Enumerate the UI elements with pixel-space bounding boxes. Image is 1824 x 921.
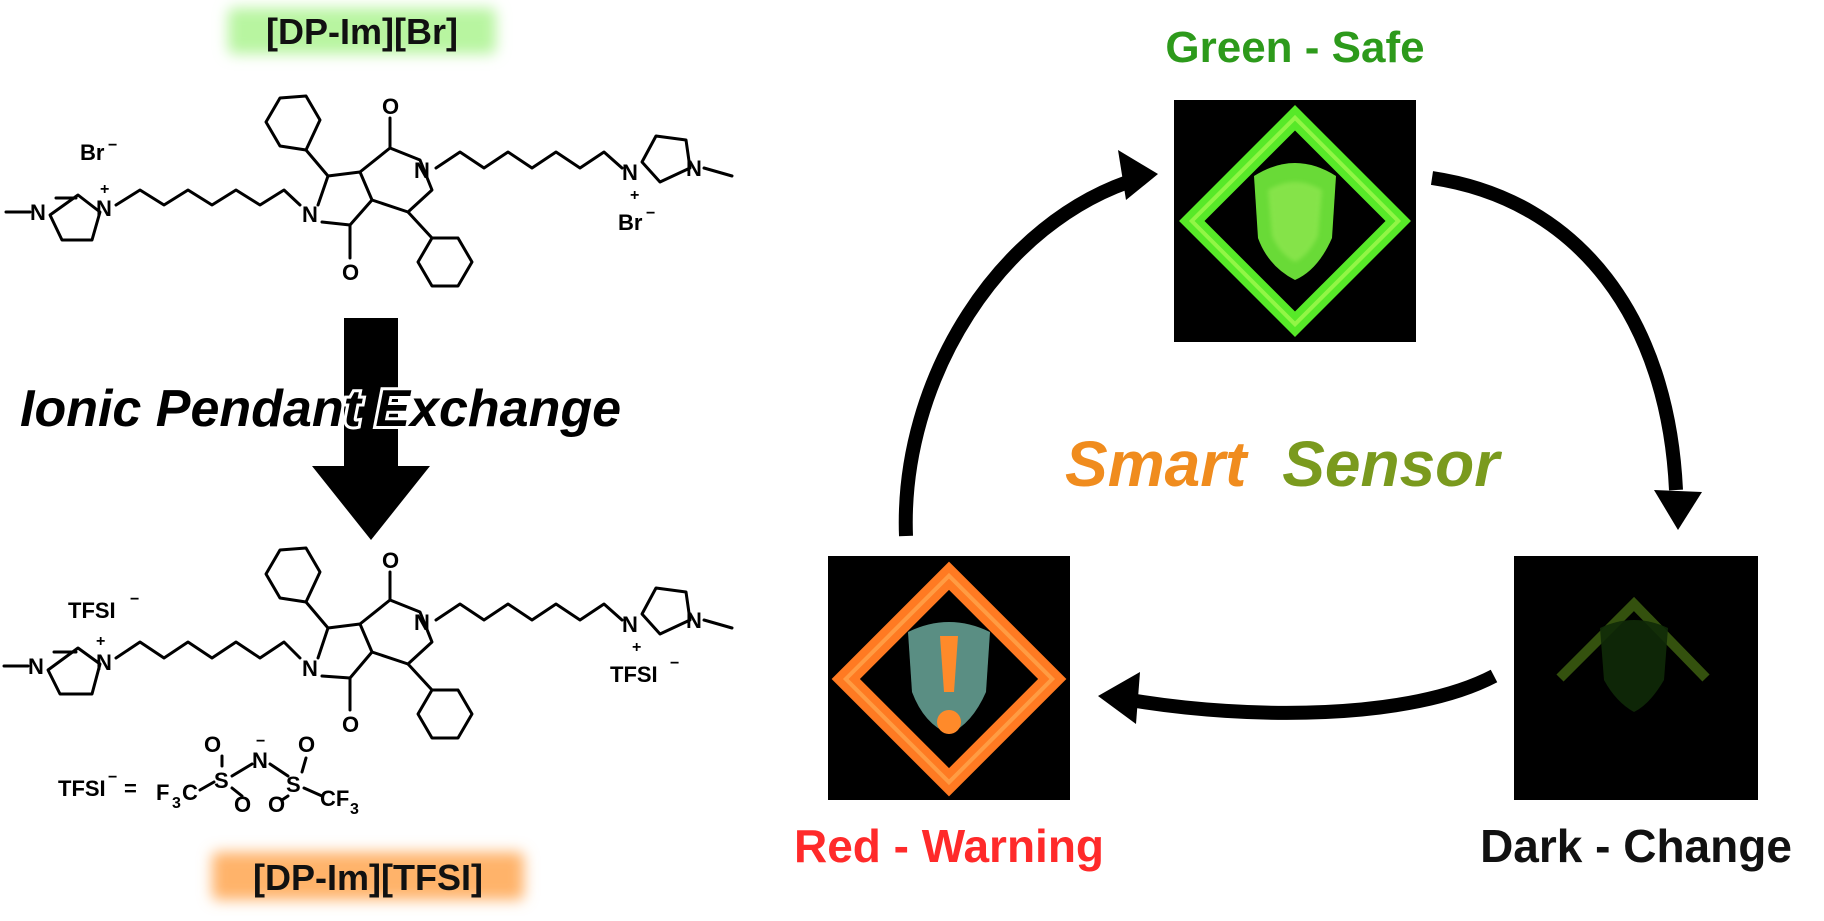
sensor-title-smart: Smart	[1065, 428, 1249, 500]
anion-left-charge: −	[108, 137, 117, 154]
tfsi-f3c-f: F	[156, 780, 169, 805]
anion-right-tfsi: TFSI	[610, 662, 658, 687]
anion-left-tfsi: TFSI	[68, 598, 116, 623]
imid-left-n3: N	[96, 196, 112, 221]
anion-left: Br	[80, 140, 105, 165]
exchange-arrow: Ionic Pendant Exchange	[17, 318, 624, 540]
tfsi-s-right: S	[286, 772, 301, 797]
state-red-label: Red - Warning	[794, 820, 1104, 872]
tfsi-o1: O	[204, 732, 221, 757]
tfsi-s-left: S	[214, 768, 229, 793]
dpp-n-right: N	[414, 158, 430, 183]
exchange-label: Ionic Pendant Exchange	[20, 380, 621, 438]
anion-left-tfsi-charge: −	[130, 591, 139, 608]
imid-right-n3-b: N	[622, 612, 638, 637]
molecule-bottom: TFSI − N N + N O O N N + N TFSI −	[2, 546, 734, 740]
exclamation-icon	[940, 636, 958, 692]
sensor-title-sensor: Sensor	[1282, 428, 1502, 500]
bottom-label-group: [DP-Im][TFSI]	[212, 852, 524, 900]
imid-left-plus: +	[100, 181, 109, 198]
carbonyl-top: O	[382, 94, 399, 119]
bottom-compound-label: [DP-Im][TFSI]	[253, 857, 483, 898]
imid-left-n3-b: N	[96, 650, 112, 675]
arrow-to-dark-head	[1654, 490, 1702, 530]
imid-left-plus-b: +	[96, 633, 105, 650]
imid-right-plus: +	[630, 187, 639, 204]
molecule-top: Br − N N + N O O N N + N Br −	[4, 94, 734, 288]
anion-right: Br	[618, 210, 643, 235]
anion-right-tfsi-charge: −	[670, 655, 679, 672]
arrow-to-red-head	[1098, 672, 1140, 724]
shield-dim-icon	[1600, 620, 1668, 712]
arrow-to-green-head	[1118, 150, 1158, 200]
dpp-n-left-b: N	[302, 656, 318, 681]
tfsi-lhs-charge: −	[108, 769, 117, 786]
dpp-n-left: N	[302, 202, 318, 227]
dpp-n-right-b: N	[414, 610, 430, 635]
tfsi-cf3-sub: 3	[350, 801, 359, 818]
anion-right-charge: −	[646, 205, 655, 222]
tfsi-f3c-c: C	[182, 780, 198, 805]
tfsi-o2: O	[234, 792, 251, 817]
imid-right-plus-b: +	[632, 639, 641, 656]
imid-right-n3: N	[622, 160, 638, 185]
tfsi-o4: O	[268, 792, 285, 817]
carbonyl-top-b: O	[382, 548, 399, 573]
top-label-group: [DP-Im][Br]	[228, 8, 496, 54]
state-dark-label: Dark - Change	[1480, 820, 1792, 872]
tfsi-cf3: CF	[320, 786, 349, 811]
imid-right-n1: N	[686, 156, 702, 181]
imid-left-n1-b: N	[28, 654, 44, 679]
tfsi-equals: =	[124, 776, 137, 801]
tfsi-o3: O	[298, 732, 315, 757]
panel-dark	[1514, 556, 1758, 800]
imid-right-n1-b: N	[686, 608, 702, 633]
tfsi-f3c-sub: 3	[172, 795, 181, 812]
tfsi-n-charge: −	[256, 733, 265, 750]
top-compound-label: [DP-Im][Br]	[266, 11, 458, 52]
carbonyl-bottom-b: O	[342, 712, 359, 737]
panel-red	[828, 556, 1070, 800]
top-label-glow	[228, 8, 496, 54]
panel-green	[1174, 100, 1416, 342]
carbonyl-bottom: O	[342, 260, 359, 285]
cycle-arrows	[898, 150, 1702, 724]
sensor-title: Smart Sensor	[1065, 428, 1502, 500]
state-green-label: Green - Safe	[1165, 23, 1424, 72]
tfsi-definition: TFSI − = F 3 C S O O N − S O O CF 3	[58, 732, 359, 818]
tfsi-lhs: TFSI	[58, 776, 106, 801]
bottom-label-glow	[212, 852, 524, 900]
tfsi-n: N	[252, 748, 268, 773]
imid-left-n1: N	[30, 200, 46, 225]
